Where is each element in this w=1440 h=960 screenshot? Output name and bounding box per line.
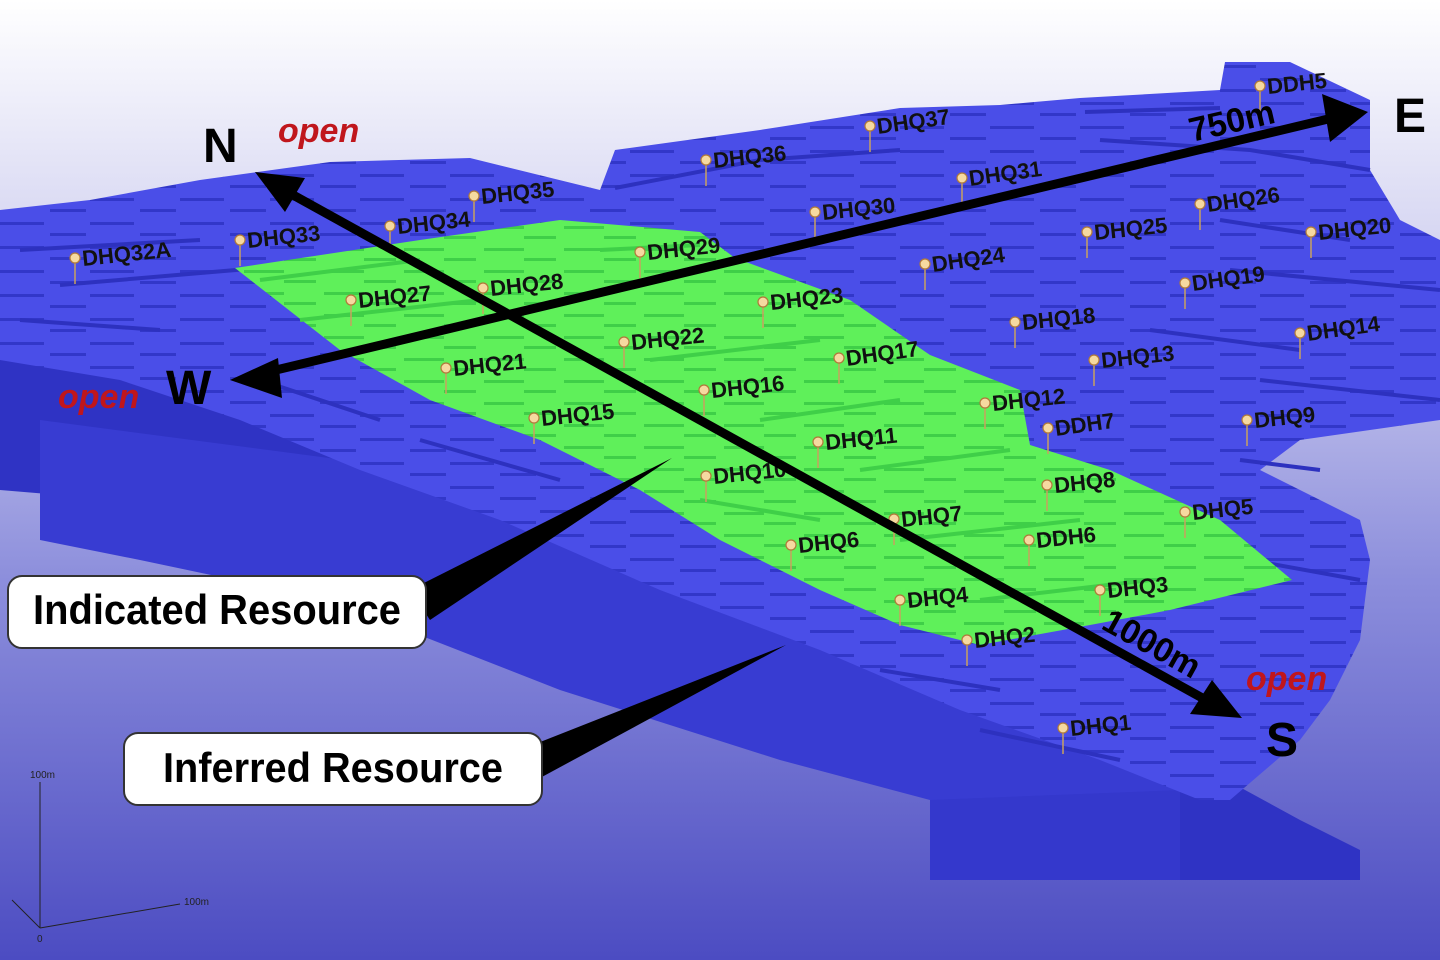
drill-hole-collar-icon (69, 252, 81, 264)
drill-hole-collar-icon (1179, 506, 1191, 518)
drill-hole-collar-icon (1009, 316, 1021, 328)
indicated-callout-text: Indicated Resource (33, 586, 401, 633)
drill-hole-collar-icon (979, 397, 991, 409)
drill-hole-collar-icon (234, 234, 246, 246)
drill-hole-collar-icon (468, 190, 480, 202)
west-label: W (166, 362, 212, 415)
drill-hole-collar-icon (894, 594, 906, 606)
drill-hole-collar-icon (1094, 584, 1106, 596)
drill-hole-collar-icon (440, 362, 452, 374)
scale-bar: 100m 100m 0 (11, 770, 209, 945)
scale-bar-horizontal-label: 100m (184, 897, 209, 908)
drill-hole-collar-icon (1088, 354, 1100, 366)
drill-hole-collar-icon (1305, 226, 1317, 238)
drill-hole-collar-icon (864, 120, 876, 132)
south-arrowhead (1190, 680, 1242, 718)
inferred-callout-text: Inferred Resource (163, 744, 503, 791)
drill-hole-collar-icon (757, 296, 769, 308)
west-arrowhead (230, 358, 282, 398)
east-west-axis (230, 94, 1368, 398)
drill-hole-collar-icon (634, 246, 646, 258)
block-lower-step (40, 420, 1180, 880)
drill-hole-collar-icon (785, 539, 797, 551)
drill-hole-marker: DHQ3 (1094, 572, 1169, 616)
block-deep-keel (930, 790, 1180, 880)
drill-hole-collar-icon (956, 172, 968, 184)
drill-hole-marker: DHQ8 (1041, 467, 1116, 511)
east-arrowhead (1322, 94, 1368, 142)
drill-hole-collar-icon (384, 220, 396, 232)
scale-bar-origin-label: 0 (37, 934, 43, 945)
drill-hole-collar-icon (700, 154, 712, 166)
drill-hole-collar-icon (1057, 722, 1069, 734)
indicated-callout-box (7, 575, 427, 649)
drill-hole-collar-icon (1042, 422, 1054, 434)
drill-hole-collar-icon (345, 294, 357, 306)
drill-hole-marker: DDH6 (1023, 522, 1097, 566)
drill-hole-collar-icon (1241, 414, 1253, 426)
drill-hole-collar-icon (812, 436, 824, 448)
drill-hole-collar-icon (919, 258, 931, 270)
drill-hole-label: DDH5 (1266, 68, 1328, 99)
drill-hole-collar-icon (700, 470, 712, 482)
south-label: S (1266, 714, 1298, 767)
east-west-axis-line (253, 110, 1347, 380)
north-south-axis (255, 172, 1242, 718)
drill-hole-collar-icon (618, 336, 630, 348)
inferred-callout-pointer (525, 645, 786, 778)
drill-hole-collar-icon (477, 282, 489, 294)
block-step-lines (19, 106, 1440, 762)
north-label: N (203, 120, 238, 173)
drill-hole-collar-icon (961, 634, 973, 646)
drill-hole-collar-icon (833, 352, 845, 364)
indicated-callout-pointer (410, 458, 672, 620)
drill-hole-collar-icon (1254, 80, 1266, 92)
scale-bar-depth-axis (11, 899, 41, 929)
open-label-north: open (278, 112, 359, 150)
drill-hole-collar-icon (1023, 534, 1035, 546)
drill-hole-collar-icon (809, 206, 821, 218)
indicated-zone-step-lines (259, 243, 1151, 602)
drill-hole-label: DDH6 (1035, 522, 1097, 553)
east-label: E (1394, 90, 1426, 143)
inferred-callout-box (123, 732, 543, 806)
indicated-resource-callout: Indicated Resource (7, 458, 672, 649)
inferred-resource-callout: Inferred Resource (123, 645, 786, 806)
drill-hole-marker: DHQ13 (1088, 340, 1175, 386)
drill-hole-collar-icon (1194, 198, 1206, 210)
drill-hole-marker: DHQ35 (468, 176, 555, 222)
north-arrowhead (255, 172, 305, 212)
north-south-axis-line (272, 181, 1218, 709)
drill-hole-collar-icon (698, 384, 710, 396)
drill-hole-collar-icon (1179, 277, 1191, 289)
drill-hole-collar-icon (528, 412, 540, 424)
drill-hole-collar-icon (1081, 226, 1093, 238)
open-label-west: open (58, 378, 139, 416)
scale-bar-horizontal-axis (39, 903, 181, 929)
open-label-south: open (1246, 660, 1327, 698)
drill-hole-collar-icon (1041, 479, 1053, 491)
drill-hole-marker: DDH5 (1254, 68, 1328, 112)
scale-bar-vertical-label: 100m (30, 770, 55, 781)
drill-hole-collar-icon (1294, 327, 1306, 339)
